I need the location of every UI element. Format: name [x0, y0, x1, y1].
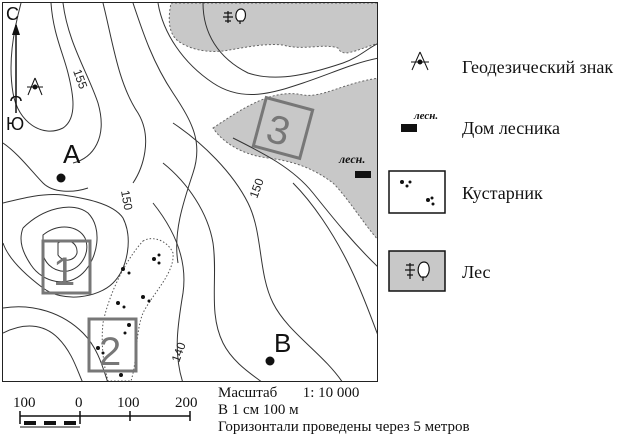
scale-bar-number: 200: [175, 395, 198, 411]
area-frame-1: [41, 239, 92, 295]
forester-house-icon: [401, 124, 417, 132]
compass-north-label: С: [6, 4, 19, 24]
compass-south-label: Ю: [6, 114, 24, 134]
shrub-area: [101, 238, 174, 381]
geodetic-sign-icon: [27, 77, 43, 96]
area-frame-3: [251, 95, 315, 161]
forest-icon: [388, 250, 446, 292]
forester-house-label: лесн.: [338, 152, 365, 166]
legend-label-geodetic: Геодезический знак: [462, 57, 614, 77]
contour-lines: [3, 3, 377, 381]
point-a-marker: [56, 173, 66, 183]
point-a-label: A: [63, 139, 81, 169]
compass-arrow-icon: [10, 23, 22, 113]
shrub-icon: [388, 170, 446, 214]
legend-label-shrub: Кустарник: [462, 183, 543, 203]
scale-bar-number: 0: [75, 395, 83, 411]
forester-house-icon: [355, 171, 371, 178]
scale-line-2: В 1 см 100 м: [218, 402, 299, 418]
scale-info: Масштаб 1: 10 000 В 1 см 100 м Горизонта…: [218, 385, 470, 436]
legend-label-forester-house: Дом лесника: [462, 118, 560, 138]
area-label-1: 1: [53, 250, 75, 294]
contour-label: 150: [118, 189, 135, 211]
scale-value: 1: 10 000: [302, 385, 360, 401]
scale-bar-number: 100: [13, 395, 36, 411]
contour-label: 150: [247, 176, 267, 200]
contour-label: 155: [70, 67, 90, 91]
geodetic-sign-icon: [411, 51, 429, 71]
point-b-label: B: [274, 328, 291, 358]
shrub-dots: [96, 253, 161, 377]
legend-forester-abbr: лесн.: [414, 110, 439, 122]
contour-label: 140: [169, 340, 189, 364]
scale-line-3: Горизонтали проведены через 5 метров: [218, 419, 470, 435]
map-canvas: 155 150 150 140 С Ю: [3, 3, 377, 381]
forest-area-top: [168, 3, 377, 54]
forest-icon: [223, 8, 247, 24]
scale-line-1: Масштаб 1: 10 000: [218, 385, 470, 402]
scale-bar-number: 100: [117, 395, 140, 411]
topographic-map: 155 150 150 140 С Ю: [2, 2, 378, 382]
scale-bar-graphic: [19, 411, 191, 428]
scale-label: Масштаб: [218, 385, 278, 401]
legend-label-forest: Лес: [462, 262, 491, 282]
area-label-2: 2: [99, 330, 121, 374]
point-b-marker: [265, 356, 275, 366]
area-frame-2: [87, 317, 138, 373]
